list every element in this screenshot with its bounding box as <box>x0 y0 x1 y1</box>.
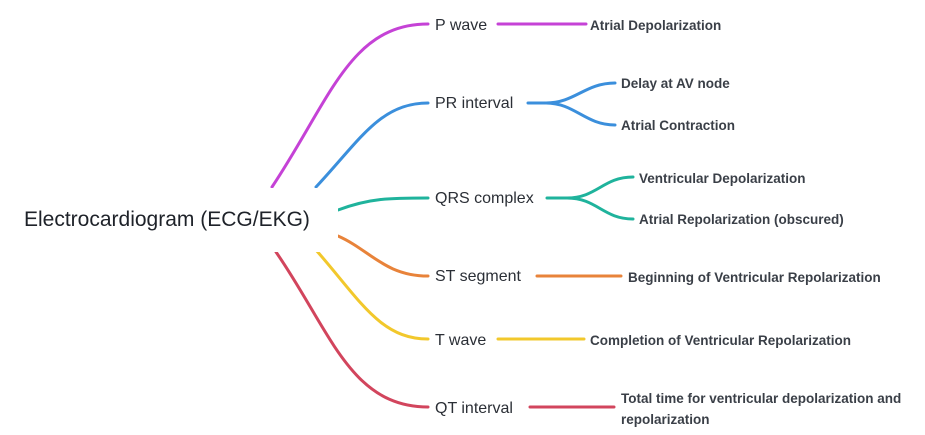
leaf-atrial-contraction[interactable]: Atrial Contraction <box>621 118 736 133</box>
leaf-link-qrs-b <box>565 196 635 221</box>
branch-st-segment[interactable]: ST segment <box>435 268 521 285</box>
leaf-beginning-ventricular-repolarization[interactable]: Beginning of Ventricular Repolarization <box>628 270 881 285</box>
root-link-0 <box>270 22 430 189</box>
branch-p-wave[interactable]: P wave <box>435 17 488 34</box>
root-link-5 <box>274 250 430 409</box>
leaf-link-pr-b <box>544 101 617 127</box>
root-link-3 <box>336 234 430 278</box>
root-link-4 <box>314 248 430 341</box>
branch-t-wave[interactable]: T wave <box>435 332 487 349</box>
leaf-atrial-depolarization[interactable]: Atrial Depolarization <box>590 18 722 33</box>
leaf-link-pr-a <box>544 81 617 105</box>
leaf-total-time[interactable]: Total time for ventricular depolarizatio… <box>621 391 902 427</box>
leaf-ventricular-depolarization[interactable]: Ventricular Depolarization <box>639 171 806 186</box>
root-link-2 <box>336 196 430 212</box>
leaf-atrial-repolarization[interactable]: Atrial Repolarization (obscured) <box>639 212 844 227</box>
branch-pr-interval[interactable]: PR interval <box>435 95 514 112</box>
root-link-1 <box>314 101 430 189</box>
root-label: Electrocardiogram (ECG/EKG) <box>24 208 310 231</box>
leaf-completion-ventricular-repolarization[interactable]: Completion of Ventricular Repolarization <box>590 333 852 348</box>
branch-qrs-complex[interactable]: QRS complex <box>435 190 534 207</box>
branch-qt-interval[interactable]: QT interval <box>435 400 513 417</box>
leaf-delay-at-av-node[interactable]: Delay at AV node <box>621 76 730 91</box>
root-node[interactable]: Electrocardiogram (ECG/EKG) <box>8 188 338 252</box>
leaf-link-qrs-a <box>565 175 635 200</box>
